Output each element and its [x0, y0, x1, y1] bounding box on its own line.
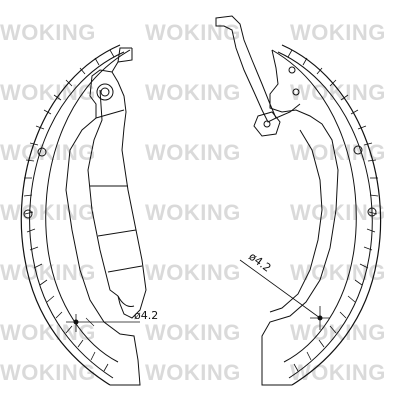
watermark-text: WOKING	[0, 140, 96, 165]
right-dimension-marker	[239, 259, 330, 330]
watermark-text: WOKING	[0, 360, 96, 385]
left-pivot-pin-inner	[100, 87, 110, 97]
watermark-text: WOKING	[145, 360, 241, 385]
left-hole-upper	[37, 147, 47, 157]
right-dimension-label: ø4.2	[246, 250, 273, 275]
right-hole-upper	[353, 145, 363, 155]
adjuster-lever	[215, 15, 301, 137]
left-brake-shoe	[20, 44, 147, 386]
watermark-text: WOKING	[145, 200, 241, 225]
right-small-hole-1	[288, 66, 296, 74]
watermark-text: WOKING	[145, 260, 241, 285]
watermark-text: WOKING	[145, 20, 241, 45]
right-lining-hatch	[287, 49, 379, 372]
right-brake-shoe	[215, 15, 382, 386]
watermark-text: WOKING	[290, 80, 386, 105]
watermark-text: WOKING	[0, 320, 96, 345]
right-small-hole-2	[292, 88, 300, 96]
watermark-text: WOKING	[290, 360, 386, 385]
left-hole-lower	[23, 209, 33, 219]
left-dimension-label: ø4.2	[134, 309, 158, 322]
left-lining-hatch	[23, 49, 115, 372]
watermark-text: WOKING	[0, 200, 96, 225]
left-pivot-pin-outer	[96, 83, 114, 101]
watermark-text: WOKING	[145, 320, 241, 345]
watermark-text: WOKING	[290, 20, 386, 45]
right-hole-lower	[367, 207, 377, 217]
watermark-text: WOKING	[0, 20, 96, 45]
watermark-text: WOKING	[290, 260, 386, 285]
watermark-text: WOKING	[145, 80, 241, 105]
watermark-text: WOKING	[0, 260, 96, 285]
left-dimension-marker	[66, 314, 140, 332]
watermark-text: WOKING	[145, 140, 241, 165]
